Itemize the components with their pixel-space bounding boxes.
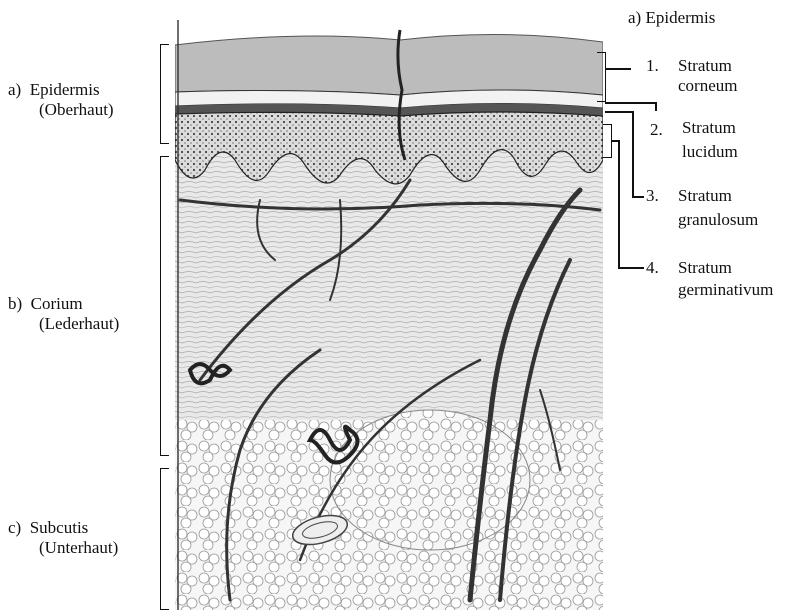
right-header: a) Epidermis xyxy=(628,8,715,28)
stratum-germinativum-num: 4. xyxy=(646,258,659,278)
stratum-corneum-layer xyxy=(175,34,603,95)
epidermis-label: a) Epidermis xyxy=(8,80,100,100)
corneum-leader xyxy=(605,68,631,70)
lucidum-leader-drop xyxy=(655,102,657,111)
germinativum-leader-vert xyxy=(618,140,620,268)
corneum-bracket xyxy=(597,52,606,102)
subcutis-letter: c) xyxy=(8,518,21,537)
epidermis-letter: a) xyxy=(8,80,21,99)
germinativum-leader-end xyxy=(618,267,644,269)
stratum-germinativum-line1: Stratum xyxy=(678,258,732,278)
stratum-lucidum-line2: lucidum xyxy=(682,142,738,162)
corium-label: b) Corium xyxy=(8,294,83,314)
subcutis-label: c) Subcutis xyxy=(8,518,88,538)
granulosum-leader-end xyxy=(632,196,644,198)
stratum-corneum-num: 1. xyxy=(646,56,659,76)
epidermis-sub-label: (Oberhaut) xyxy=(39,100,114,120)
corium-sub-label: (Lederhaut) xyxy=(39,314,119,334)
stratum-granulosum-line1: Stratum xyxy=(678,186,732,206)
corium-name: Corium xyxy=(31,294,83,313)
corium-bracket xyxy=(160,156,169,456)
subcutis-sub-label: (Unterhaut) xyxy=(39,538,118,558)
stratum-granulosum-line2: granulosum xyxy=(678,210,758,230)
stratum-lucidum-num: 2. xyxy=(650,120,663,140)
epidermis-name: Epidermis xyxy=(30,80,100,99)
subcutis-name: Subcutis xyxy=(30,518,89,537)
stratum-germinativum-line2: germinativum xyxy=(678,280,773,300)
corium-letter: b) xyxy=(8,294,22,313)
epidermis-bracket xyxy=(160,44,169,144)
stratum-corneum-line1: Stratum xyxy=(678,56,732,76)
granulosum-leader-vert xyxy=(632,111,634,197)
granulosum-leader-top xyxy=(605,111,633,113)
stratum-lucidum-line1: Stratum xyxy=(682,118,736,138)
stratum-granulosum-num: 3. xyxy=(646,186,659,206)
stratum-corneum-line2: corneum xyxy=(678,76,737,96)
subcutis-bracket xyxy=(160,468,169,610)
lucidum-leader xyxy=(605,102,657,104)
